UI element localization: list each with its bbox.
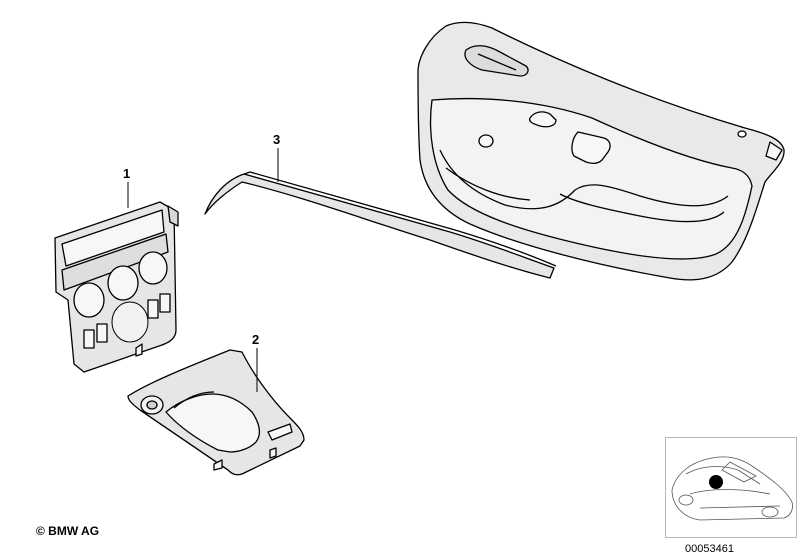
document-number: 00053461 xyxy=(685,543,734,555)
callout-1: 1 xyxy=(123,166,131,181)
vehicle-location-thumbnail xyxy=(671,456,793,521)
location-marker-dot xyxy=(709,475,723,489)
part-2-shift-console-cover xyxy=(127,349,305,476)
callout-3: 3 xyxy=(273,132,281,147)
door-trim-panel xyxy=(417,21,785,281)
copyright-label: © BMW AG xyxy=(36,524,100,538)
callout-2: 2 xyxy=(252,332,260,347)
thumbnail-frame xyxy=(665,437,797,538)
part-3-trim-strip xyxy=(204,171,557,279)
part-1-center-console-panel xyxy=(54,201,179,373)
leader-lines xyxy=(127,148,279,392)
